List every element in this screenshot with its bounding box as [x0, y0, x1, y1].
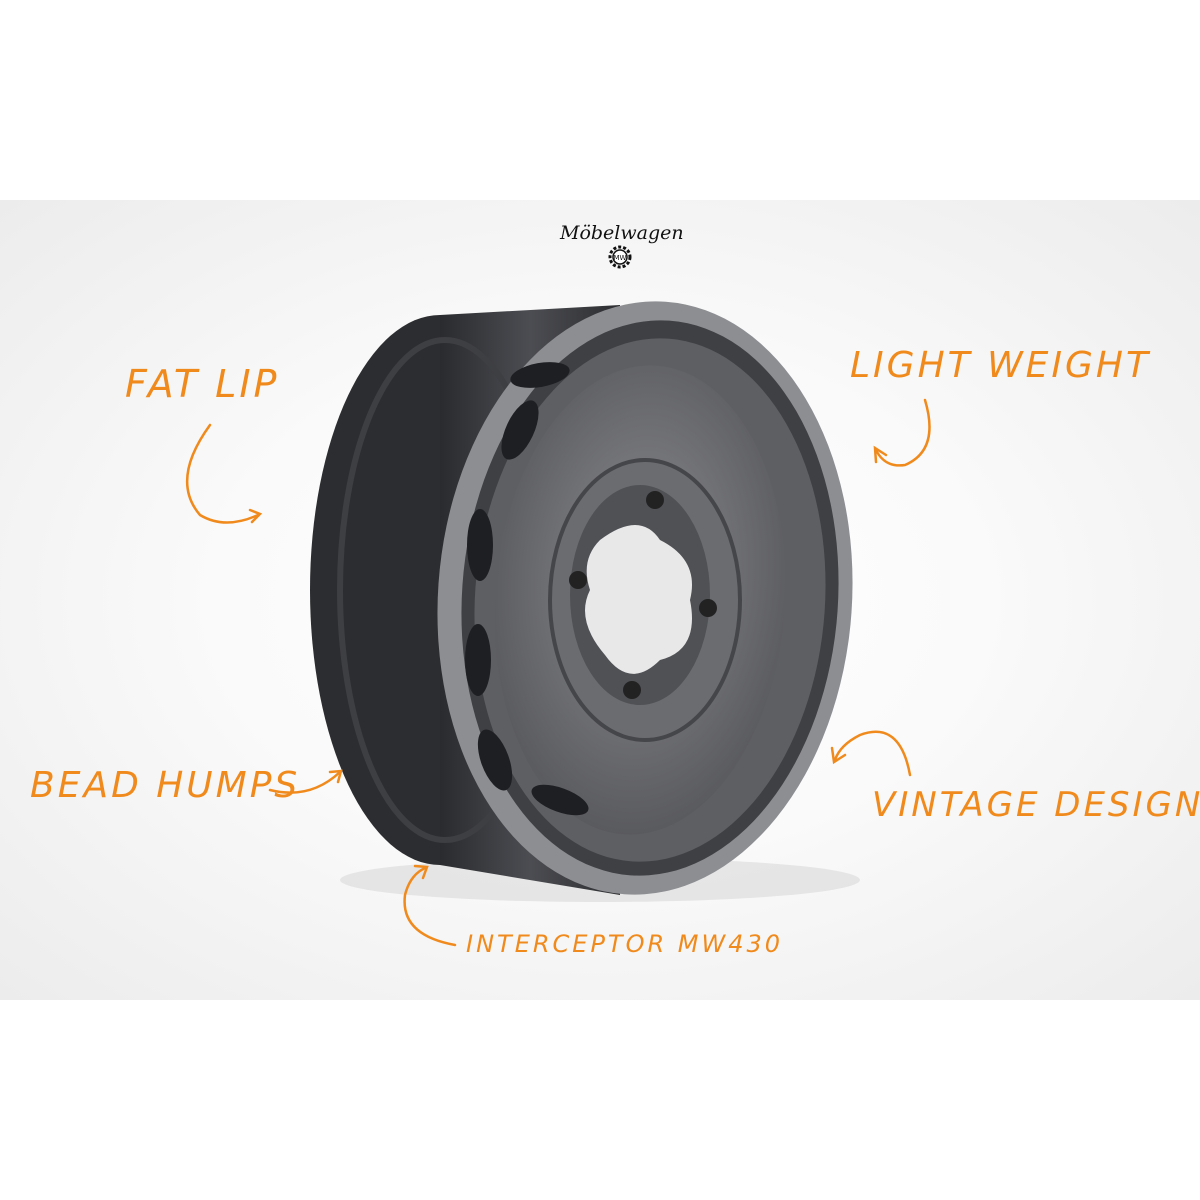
annotation-bead-humps: Bead Humps [30, 765, 301, 806]
badge-text: MW [614, 254, 627, 262]
annotation-vintage-design: Vintage Design [872, 785, 1200, 825]
lug-holes [569, 491, 717, 699]
annotation-light-weight: Light Weight [850, 345, 1151, 386]
vent-holes [465, 362, 589, 816]
logo-text: Möbelwagen [560, 222, 684, 244]
annotation-model: Interceptor MW430 [466, 930, 784, 958]
brand-logo: Möbelwagen MW [560, 222, 684, 274]
gear-badge-icon: MW [608, 245, 632, 269]
center-bore [585, 525, 692, 674]
annotation-fat-lip: Fat Lip [125, 362, 280, 406]
